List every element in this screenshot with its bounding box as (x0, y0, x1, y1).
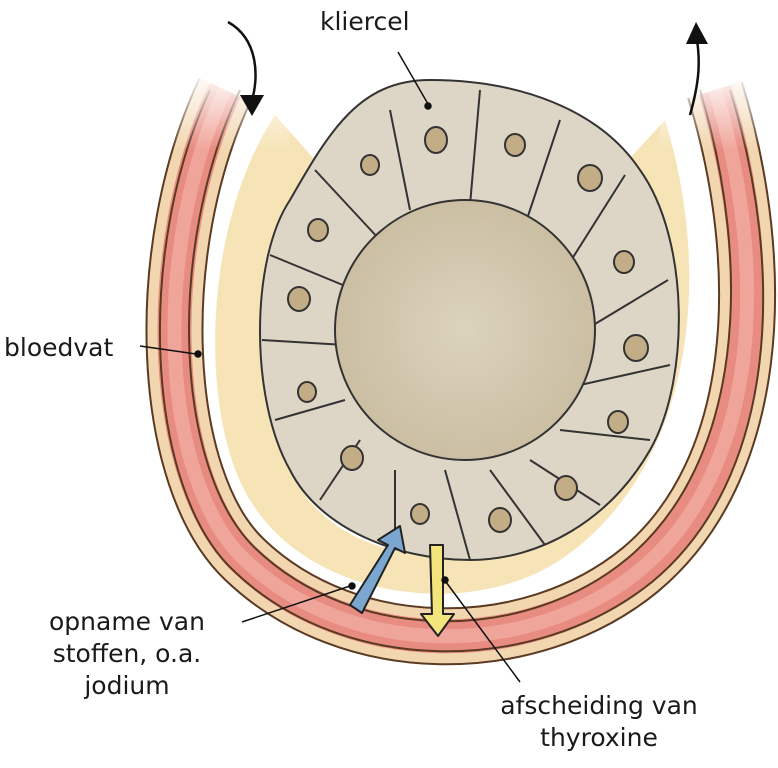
label-uptake: opname van stoffen, o.a. jodium (22, 606, 232, 702)
label-secretion: afscheiding van thyroxine (480, 690, 718, 754)
lumen (334, 199, 596, 461)
arrow-down-icon (227, 20, 264, 116)
label-uptake-line1: opname van (49, 607, 205, 636)
label-blood-vessel: bloedvat (4, 333, 114, 362)
label-secretion-line1: afscheiding van (500, 691, 698, 720)
connective-tissue (215, 115, 690, 594)
label-uptake-line2: stoffen, o.a. (52, 639, 202, 668)
label-gland-cell: kliercel (320, 7, 410, 36)
arrow-up-icon (686, 22, 708, 116)
nuclei (287, 126, 649, 533)
label-secretion-line2: thyroxine (540, 723, 658, 752)
blood-vessel (145, 70, 777, 666)
leader-lines (139, 51, 521, 683)
label-uptake-line3: jodium (84, 671, 170, 700)
uptake-arrow (349, 525, 406, 614)
secretion-arrow (420, 544, 455, 637)
